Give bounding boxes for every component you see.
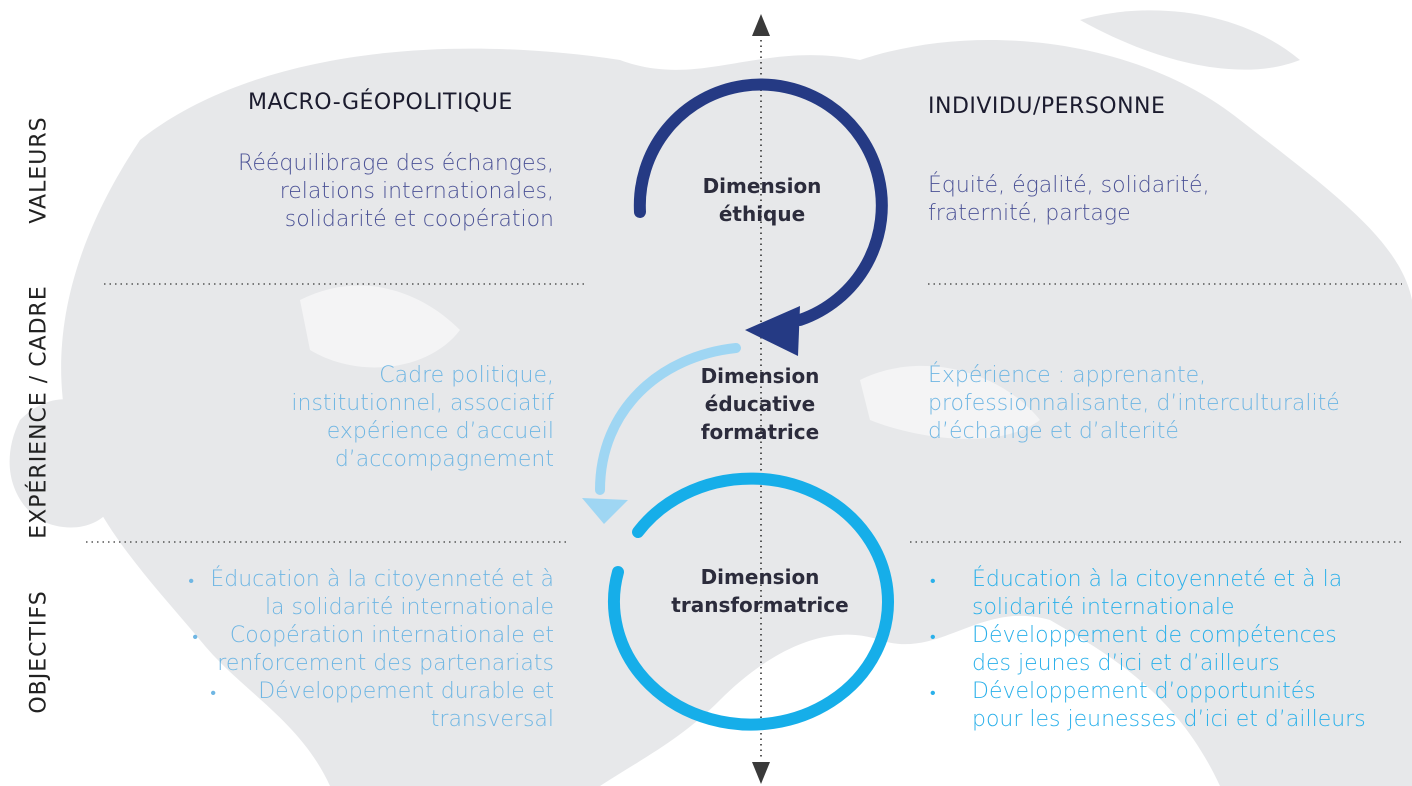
dimension-ethique-label: Dimension éthique	[703, 172, 822, 228]
values-right-line: fraternité, partage	[928, 201, 1131, 226]
objective-left-line: Coopération internationale et	[229, 623, 554, 648]
objective-right-line: Développement de compétences	[972, 623, 1337, 648]
objective-right-item: • Développement d’opportunités pour les …	[930, 678, 1366, 734]
experience-right-text: Éxpérience : apprenante, professionnalis…	[928, 362, 1340, 446]
bullet-icon: •	[930, 683, 936, 702]
experience-left-line: institutionnel, associatif	[291, 391, 554, 416]
objective-left-line: la solidarité internationale	[264, 595, 554, 620]
bullet-icon: •	[930, 627, 936, 646]
row-label-experience: EXPÉRIENCE / CADRE	[26, 285, 52, 539]
dimension-ethique-line: éthique	[718, 202, 806, 226]
objectives-right-list: • Éducation à la citoyenneté et à la sol…	[930, 566, 1366, 734]
bullet-icon: •	[192, 627, 198, 646]
objective-right-item: • Éducation à la citoyenneté et à la sol…	[930, 566, 1366, 622]
dimension-transformatrice-label: Dimension transformatrice	[671, 563, 848, 619]
objectives-left-list: • Éducation à la citoyenneté et à la sol…	[188, 566, 554, 734]
ethique-arrowhead	[745, 306, 800, 356]
dimension-educative-line: éducative	[704, 392, 816, 416]
objective-left-item: • Éducation à la citoyenneté et à la sol…	[188, 566, 554, 622]
objective-right-line: Développement d’opportunités	[972, 679, 1316, 704]
dimension-ethique-line: Dimension	[702, 174, 822, 198]
experience-left-text: Cadre politique, institutionnel, associa…	[291, 362, 554, 474]
dimension-transformatrice-line: transformatrice	[671, 593, 849, 617]
experience-right-line: Éxpérience : apprenante,	[928, 363, 1207, 388]
experience-right-line: d’échange et d’alterité	[928, 419, 1179, 444]
bullet-icon: •	[930, 571, 936, 590]
values-left-line: Rééquilibrage des échanges,	[238, 151, 554, 176]
values-right-text: Équité, égalité, solidarité, fraternité,…	[928, 172, 1210, 228]
bullet-icon: •	[188, 571, 194, 590]
objective-right-line: Éducation à la citoyenneté et à la	[972, 567, 1343, 592]
bullet-icon: •	[210, 683, 216, 702]
objective-right-item: • Développement de compétences des jeune…	[930, 622, 1366, 678]
experience-left-line: expérience d’accueil	[326, 419, 554, 444]
objective-left-line: Développement durable et	[258, 679, 554, 704]
experience-left-line: d’accompagnement	[334, 447, 554, 472]
objective-right-line: solidarité internationale	[972, 595, 1235, 620]
heading-macro-geopolitique: MACRO-GÉOPOLITIQUE	[248, 90, 513, 115]
axis-arrow-up	[752, 14, 770, 36]
dimension-educative-label: Dimension éducative formatrice	[701, 362, 820, 446]
objective-left-item: • Coopération internationale et renforce…	[192, 622, 554, 678]
values-left-text: Rééquilibrage des échanges, relations in…	[238, 150, 554, 234]
objective-left-line: transversal	[430, 707, 554, 732]
educative-cycle-arrow	[595, 343, 741, 495]
heading-individu-personne: INDIVIDU/PERSONNE	[928, 94, 1166, 119]
axis-arrow-down	[752, 762, 770, 784]
ethique-cycle-arrow	[633, 78, 888, 326]
dimension-transformatrice-line: Dimension	[700, 565, 820, 589]
row-label-objectifs: OBJECTIFS	[26, 590, 52, 714]
objective-right-line: pour les jeunesses d’ici et d’ailleurs	[972, 707, 1366, 732]
educative-arrowhead	[582, 498, 628, 524]
objective-right-line: des jeunes d’ici et d’ailleurs	[972, 651, 1280, 676]
values-right-line: Équité, égalité, solidarité,	[928, 173, 1210, 198]
dimension-educative-line: formatrice	[700, 420, 820, 444]
dimension-educative-line: Dimension	[700, 364, 820, 388]
values-left-line: relations internationales,	[279, 179, 554, 204]
objective-left-line: Éducation à la citoyenneté et à	[210, 567, 554, 592]
experience-left-line: Cadre politique,	[379, 363, 554, 388]
objective-left-line: renforcement des partenariats	[217, 651, 554, 676]
row-label-valeurs: VALEURS	[26, 116, 52, 224]
experience-right-line: professionnalisante, d’interculturalité	[928, 391, 1340, 416]
transformatrice-cycle-arrow	[608, 472, 894, 731]
objective-left-item: • Développement durable et transversal	[210, 678, 554, 734]
values-left-line: solidarité et coopération	[284, 207, 554, 232]
